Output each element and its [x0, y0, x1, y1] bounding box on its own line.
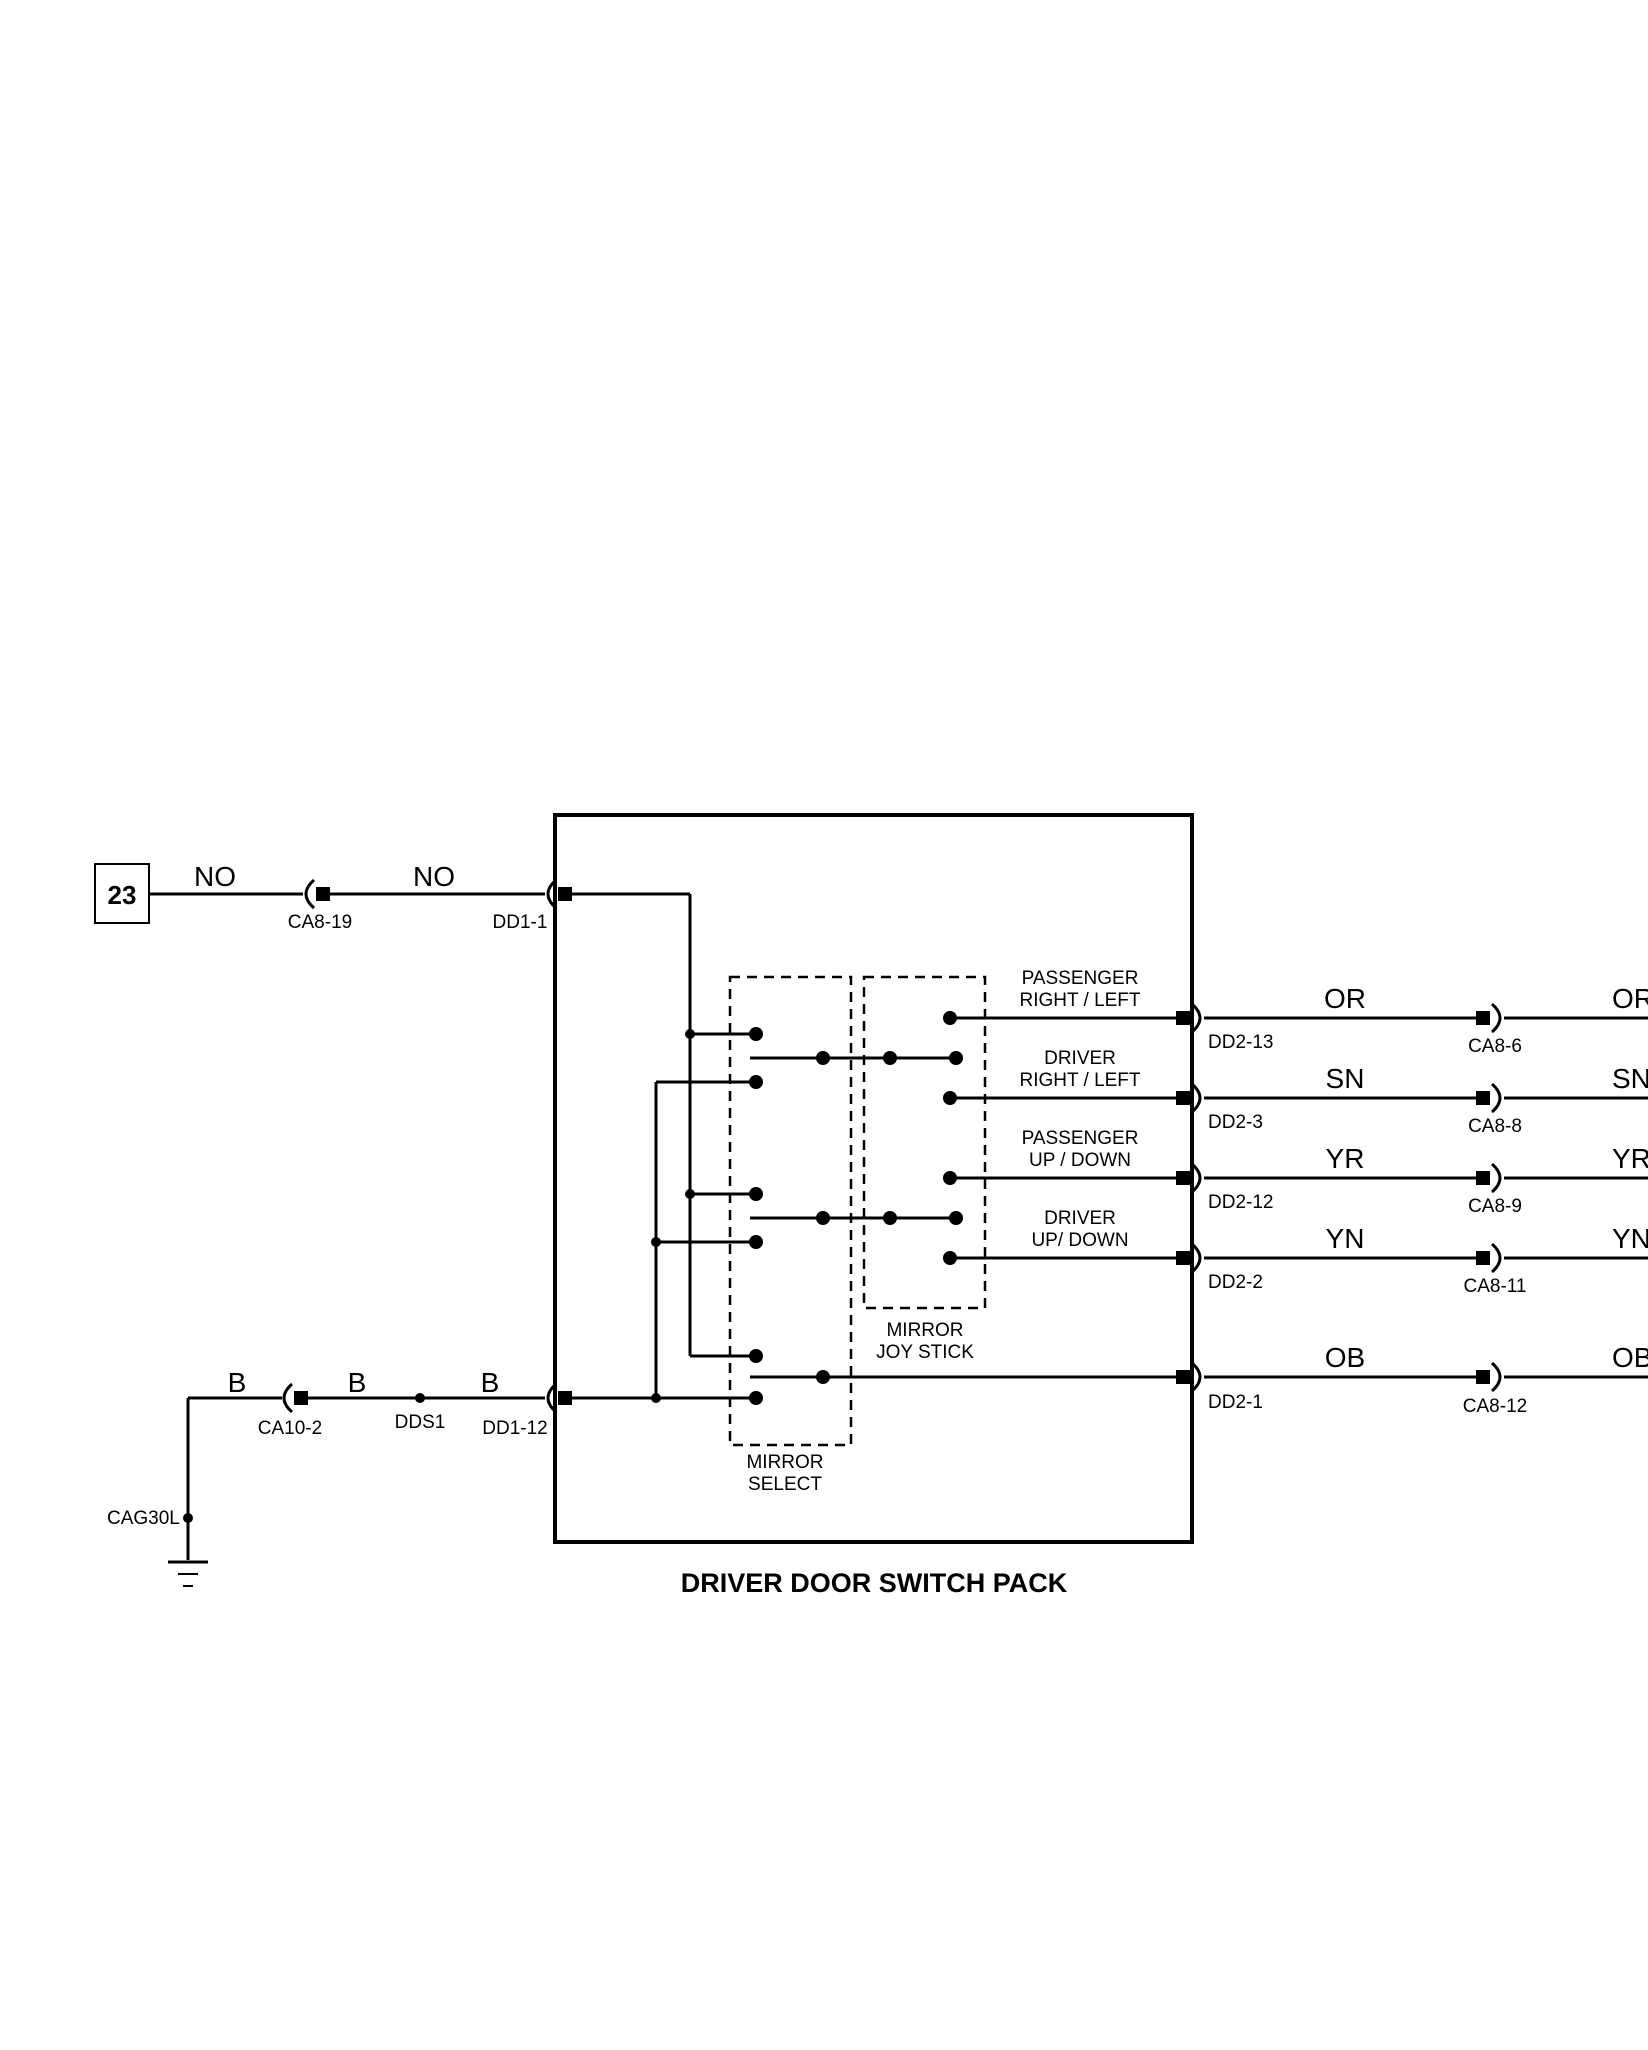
feed-wire: NO NO CA8-19 DD1-1 [149, 861, 572, 933]
function-label: RIGHT / LEFT [1019, 1070, 1140, 1091]
wire-color-label: OR [1324, 983, 1366, 1014]
function-label: PASSENGER [1022, 968, 1139, 989]
function-label: DRIVER [1044, 1048, 1116, 1069]
connector-label: DD2-2 [1208, 1272, 1263, 1293]
connector-label: CA10-2 [258, 1418, 322, 1439]
joystick-outline [862, 975, 987, 1310]
joystick-label: JOY STICK [876, 1342, 974, 1363]
connector-label: CA8-6 [1468, 1036, 1522, 1057]
wire-color-label: YN [1326, 1223, 1365, 1254]
wire-color-label: YR [1326, 1143, 1365, 1174]
connector-label: CA8-11 [1463, 1276, 1526, 1297]
output-wire-5: OB OB DD2-1 CA8-12 [1176, 1342, 1648, 1417]
wire-color-label: B [228, 1367, 247, 1398]
wire-color-label: SN [1326, 1063, 1365, 1094]
output-wire-4: YN YN DD2-2 CA8-11 [1176, 1223, 1648, 1297]
wire-color-label: NO [413, 861, 455, 892]
connector-label: DD2-3 [1208, 1112, 1263, 1133]
connector-label: DD1-1 [493, 912, 548, 933]
connector-label: DD1-12 [482, 1418, 547, 1439]
function-label: PASSENGER [1022, 1128, 1139, 1149]
connector-label: CA8-8 [1468, 1116, 1522, 1137]
ground-label: CAG30L [107, 1508, 180, 1529]
connector-label: CA8-9 [1468, 1196, 1522, 1217]
connector-label: DD2-13 [1208, 1032, 1273, 1053]
output-wire-1: OR OR DD2-13 CA8-6 [1176, 983, 1648, 1057]
connector-label: DD2-12 [1208, 1192, 1273, 1213]
source-node: 23 [94, 863, 150, 924]
output-wire-2: SN SN DD2-3 CA8-8 [1176, 1063, 1648, 1137]
wire-color-label: B [348, 1367, 367, 1398]
switch-pack-box [553, 813, 1194, 1544]
wire-color-label: OB [1325, 1342, 1365, 1373]
mirror-select-label: SELECT [748, 1474, 822, 1495]
mirror-select-label: MIRROR [746, 1452, 823, 1473]
function-label: UP/ DOWN [1031, 1230, 1128, 1251]
wire-color-label: YR [1612, 1143, 1648, 1174]
wire-color-label: SN [1612, 1063, 1648, 1094]
internal-wiring [572, 892, 1180, 1447]
wire-color-label: NO [194, 861, 236, 892]
function-label: RIGHT / LEFT [1019, 990, 1140, 1011]
wire-color-label: YN [1612, 1223, 1648, 1254]
wire-color-label: B [481, 1367, 500, 1398]
connector-label: DD2-1 [1208, 1392, 1263, 1413]
switch-pack-title: DRIVER DOOR SWITCH PACK [681, 1568, 1068, 1598]
connector-label: CA8-19 [288, 912, 352, 933]
function-label: UP / DOWN [1029, 1150, 1131, 1171]
source-node-label: 23 [108, 880, 137, 910]
function-label: DRIVER [1044, 1208, 1116, 1229]
ground-wire: B B B CA10-2 DDS1 DD1-12 CAG30L [107, 1367, 572, 1587]
mirror-select-outline [728, 975, 853, 1447]
output-wire-3: YR YR DD2-12 CA8-9 [1176, 1143, 1648, 1217]
connector-label: DDS1 [395, 1412, 446, 1433]
wire-color-label: OB [1612, 1342, 1648, 1373]
joystick-label: MIRROR [886, 1320, 963, 1341]
connector-label: CA8-12 [1463, 1396, 1527, 1417]
wire-color-label: OR [1612, 983, 1648, 1014]
